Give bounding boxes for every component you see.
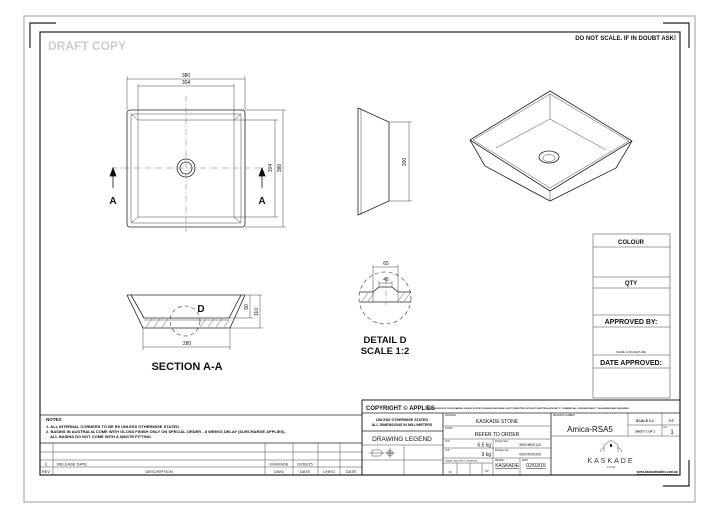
section-arrow-left-icon [109, 166, 117, 188]
projection-symbol-icon [369, 448, 395, 458]
revision-table: 1 RELEASE DATE. KASKADE 02/03/15 REV DES… [40, 400, 363, 475]
material-value: KASKADE STONE [476, 419, 519, 425]
notes-block: NOTES 1. ALL INTERNAL CORNERS TO BE R5 U… [40, 414, 362, 439]
approval-panel: COLOUR QTY APPROVED BY: NAME & SIGNATURE… [592, 233, 671, 399]
colour-label: COLOUR [618, 240, 645, 246]
side-view: 300 [357, 107, 412, 216]
svg-text:KASKADE: KASKADE [270, 462, 289, 467]
tolerances-label: LINEAR / ANGULAR TOLERANCES [445, 460, 478, 463]
drawing-date: 02/03/15 [526, 463, 546, 469]
qty-label: QTY [625, 281, 637, 287]
draft-watermark: DRAFT COPY [48, 39, 126, 53]
name-signature-label: NAME & SIGNATURE [616, 350, 646, 354]
inner-frame [39, 31, 681, 476]
detail-title: DETAIL D [364, 335, 407, 346]
svg-text:DWG: DWG [274, 469, 284, 474]
section-arrow-right-icon [258, 166, 266, 188]
approved-by-label: APPROVED BY: [605, 319, 658, 326]
section-title: SECTION A-A [151, 361, 222, 373]
corner-bracket-tl [29, 22, 56, 48]
package-size-label: Package size [495, 450, 509, 452]
note-line: ALL BASINS DO NOT COME WITH A WASTE FITT… [50, 434, 152, 439]
svg-text:REV: REV [42, 469, 51, 474]
table-header: REV DESCRIPTION DWG DATE CHK'D DATE [42, 469, 357, 474]
units-note-1: UNLESS OTHERWISE STATED [376, 418, 429, 422]
title-block: COPYRIGHT © APPLIES DUPLICATION OF THIS … [361, 399, 681, 476]
note-line: 2. BASINS IN AUSTRALIA COME WITH GLOSS F… [46, 429, 286, 434]
copyright-label: COPYRIGHT © APPLIES [366, 405, 435, 412]
dim-side-height: 300 [402, 158, 408, 167]
net-weight: 6.5 kg [477, 443, 491, 449]
section-view: D 280 90 110 SECTION A-A [126, 294, 263, 373]
corner-bracket-br [663, 460, 690, 487]
gross-weight: 9 kg [482, 452, 492, 458]
svg-text:1: 1 [45, 462, 48, 467]
tolerance-angle: ±1° [485, 469, 490, 473]
notes-title: NOTES [46, 417, 62, 422]
nw-label: N.W [445, 441, 450, 443]
rev-value: 1 [670, 430, 674, 436]
package-size: 420X420X200 [519, 453, 541, 457]
units-note-2: ALL DIMENSIONS IN MILLIMETERS [372, 423, 433, 427]
dim-outer-height: 380 [277, 164, 283, 173]
date-label: DATE [522, 459, 528, 462]
scale-value: SCALE 1:1 [636, 419, 654, 423]
svg-text:STONE: STONE [607, 466, 616, 469]
copyright-notice: DUPLICATION OF THIS DRAWING OR ANY SPECI… [428, 407, 630, 410]
date-approved-label: DATE APPROVED: [600, 360, 662, 367]
isometric-view [469, 90, 633, 202]
sheet-number: SHEET 1 OF 1 [635, 430, 655, 434]
material-label: MATERIAL [445, 414, 457, 417]
dim-outer-width: 380 [182, 73, 191, 79]
dim-inner-width: 304 [182, 80, 191, 86]
finish-value: REFER TO ORDER [475, 432, 520, 438]
drawn-by-label: DRAWN [495, 459, 504, 462]
do-not-scale-note: DO NOT SCALE. IF IN DOUBT ASK! [575, 36, 676, 42]
outer-border [23, 15, 696, 503]
website-link[interactable]: www.kaskadebaths.com.au [636, 470, 678, 474]
svg-text:KASKADE: KASKADE [587, 458, 634, 465]
finish-label: FINISH [445, 428, 453, 430]
dim-detail-inner: 45 [383, 277, 389, 283]
section-label-left: A [109, 196, 116, 207]
dim-depth: 90 [244, 304, 250, 310]
paper-size: A4 [668, 418, 674, 423]
product-size: 380X380X110 [519, 443, 541, 447]
note-line: 1. ALL INTERNAL CORNERS TO BE R5 UNLESS … [46, 424, 180, 429]
svg-text:DESCRIPTION: DESCRIPTION [145, 469, 172, 474]
table-row: 1 RELEASE DATE. KASKADE 02/03/15 [45, 462, 314, 467]
section-label-right: A [258, 196, 265, 207]
svg-text:RELEASE DATE.: RELEASE DATE. [57, 462, 88, 467]
detail-mark: D [197, 304, 204, 315]
svg-text:DATE: DATE [300, 469, 311, 474]
kaskade-logo-icon: KASKADE STONE [587, 439, 634, 469]
plan-view: 380 304 304 380 A A [109, 73, 286, 232]
dim-inner-height: 304 [268, 164, 274, 173]
corner-bracket-tr [663, 22, 690, 48]
drawing-legend-label: DRAWING LEGEND [372, 436, 432, 443]
rev-label: REV [663, 427, 668, 429]
tolerance: ±0 [448, 470, 452, 474]
drawn-by: KASKADE [495, 463, 519, 469]
dim-section-height: 110 [254, 308, 260, 316]
detail-d-marker [169, 305, 201, 337]
gw-label: G.W [445, 450, 450, 452]
dim-base: 280 [183, 341, 192, 347]
svg-text:02/03/15: 02/03/15 [297, 462, 313, 467]
dim-detail-outer: 65 [383, 261, 389, 267]
iso-drain [538, 150, 560, 164]
svg-text:DATE: DATE [346, 469, 357, 474]
drawing-number: Amica-RSA5 [567, 425, 613, 434]
product-size-label: Product Size [495, 440, 509, 443]
detail-scale: SCALE 1:2 [361, 346, 410, 357]
detail-view: 65 45 DETAIL D SCALE 1:2 [358, 261, 412, 357]
svg-text:CHK'D: CHK'D [323, 469, 335, 474]
drawing-number-label: DRAWING NUMBER [553, 414, 575, 417]
